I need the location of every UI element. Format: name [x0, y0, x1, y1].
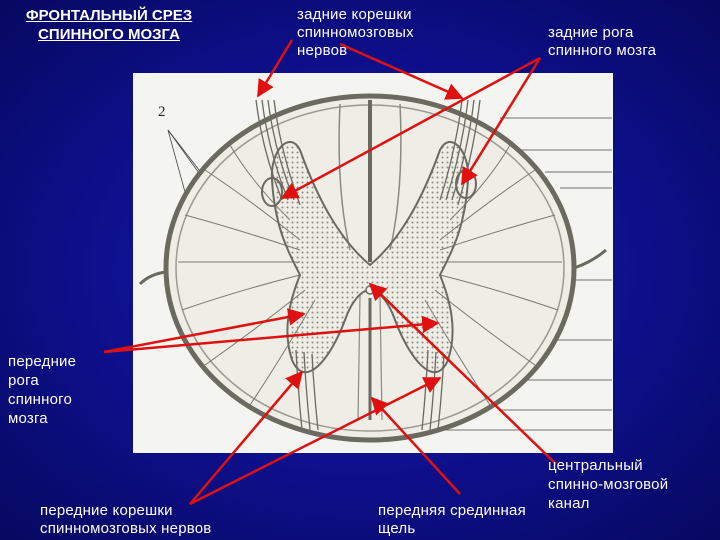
- label-central-canal: центральный спинно-мозговой канал: [548, 457, 669, 512]
- arrow-anterior-horn-left: [103, 308, 306, 354]
- label-anterior-horns: передние рога спинного мозга: [8, 353, 77, 427]
- arrow-central-canal: [368, 282, 557, 465]
- label-anterior-roots: передние корешки спинномозговых нервов: [40, 502, 212, 537]
- annotation-arrows: [103, 39, 557, 506]
- label-posterior-roots: задние корешки спинномозговых нервов: [297, 6, 414, 59]
- arrow-posterior-horn-right: [460, 57, 542, 186]
- arrow-anterior-horn-right: [103, 315, 440, 354]
- title-line-1: ФРОНТАЛЬНЫЙ СРЕЗ: [25, 7, 193, 24]
- arrow-anterior-root-left: [189, 370, 304, 505]
- slide-title: ФРОНТАЛЬНЫЙ СРЕЗ СПИННОГО МОЗГА: [4, 6, 214, 44]
- arrow-posterior-horn-left: [280, 56, 541, 200]
- title-line-2: СПИННОГО МОЗГА: [38, 26, 180, 43]
- label-anterior-fissure: передняя срединная щель: [378, 502, 526, 537]
- figure-number: 2: [158, 104, 166, 120]
- label-posterior-horns: задние рога спинного мозга: [548, 24, 657, 59]
- arrow-anterior-fissure: [370, 396, 461, 495]
- arrow-posterior-root-left: [256, 39, 294, 98]
- arrow-posterior-root-right: [339, 42, 464, 100]
- arrow-anterior-root-right: [189, 376, 442, 506]
- posterior-roots: [255, 99, 481, 206]
